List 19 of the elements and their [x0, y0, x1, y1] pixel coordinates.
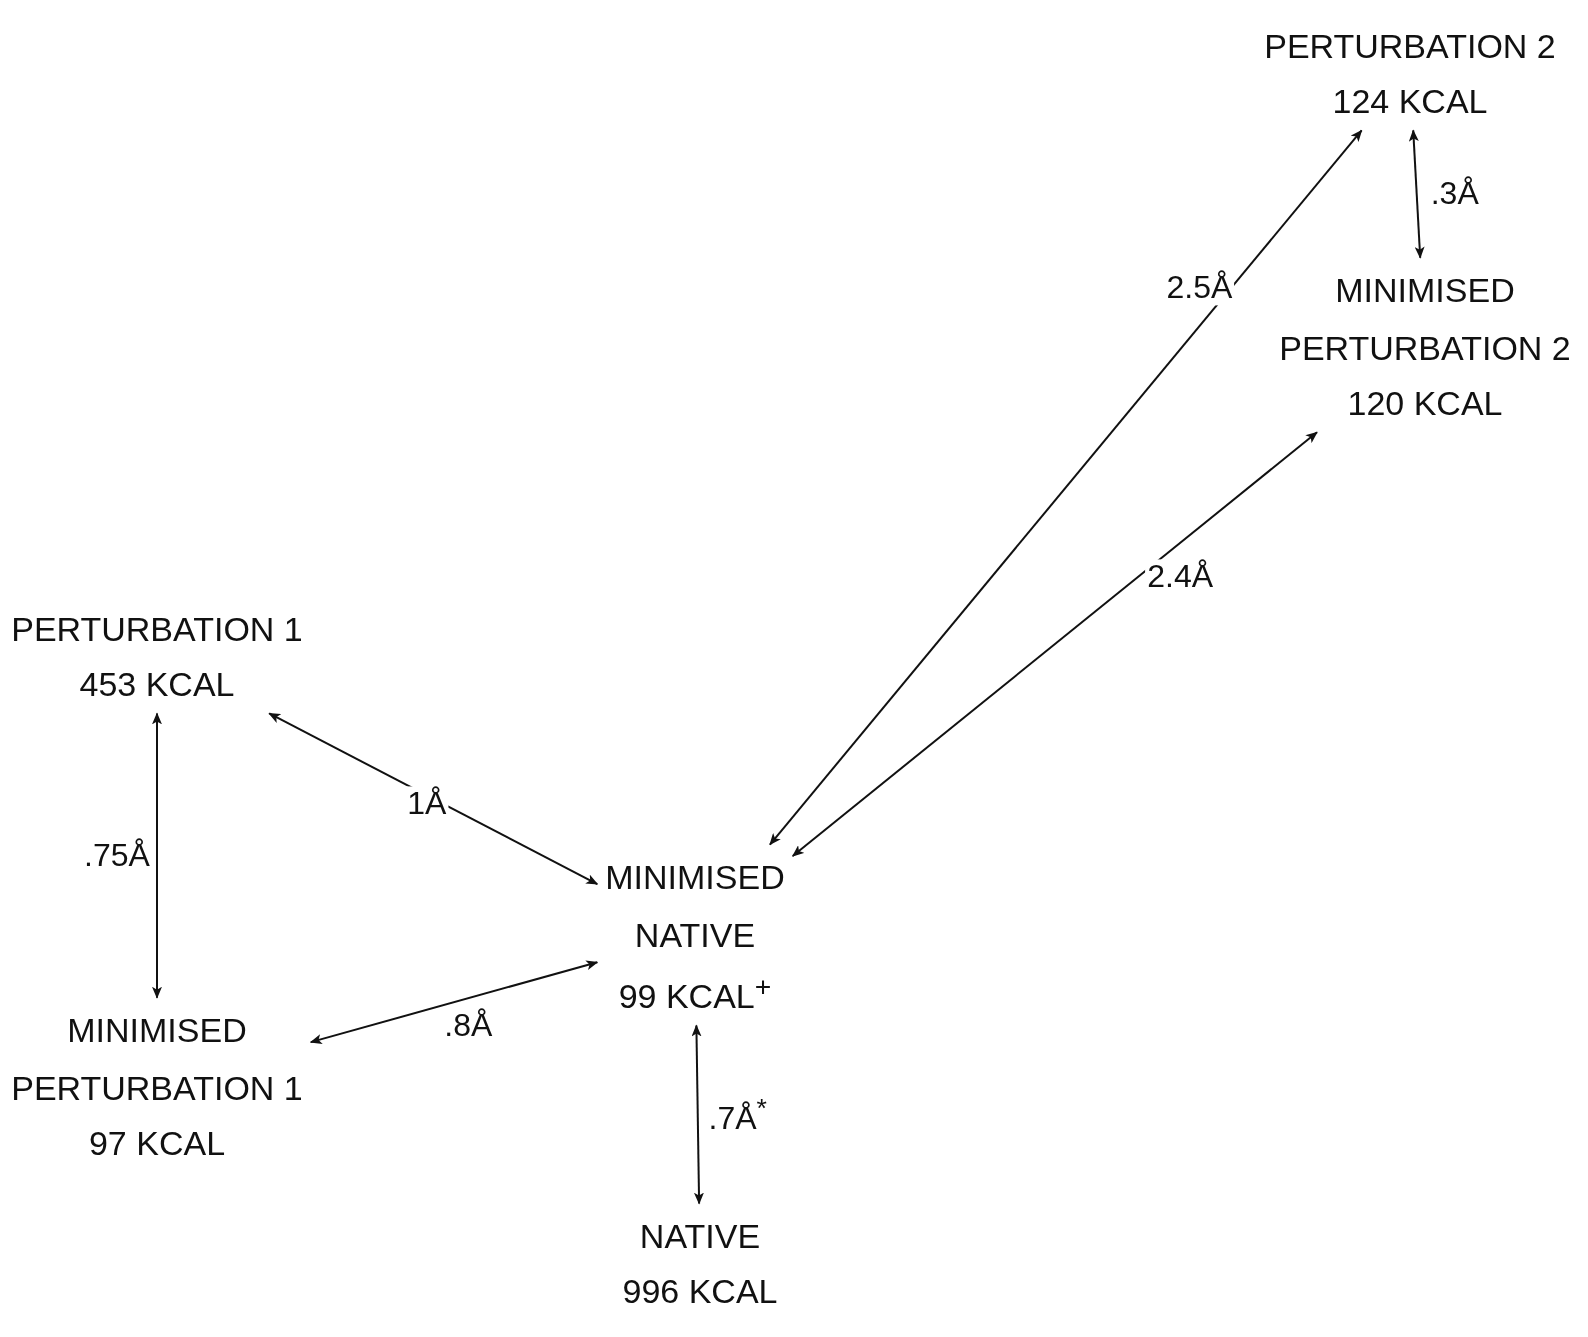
double-arrow: [691, 1024, 704, 1205]
energy-value: 97 KCAL: [87, 1122, 227, 1164]
energy-value: 996 KCAL: [621, 1270, 779, 1312]
double-arrow: [268, 712, 599, 886]
state-name: MINIMISED NATIVE: [604, 856, 786, 956]
double-arrow: [791, 431, 1318, 857]
state-name: PERTURBATION 2: [1263, 25, 1557, 67]
energy-value: 120 KCAL: [1346, 382, 1504, 424]
double-arrow: [768, 129, 1363, 846]
energy-value: 453 KCAL: [78, 663, 236, 705]
energy-value: 99 KCAL$^{+}$: [617, 968, 773, 1017]
double-arrow: [152, 712, 162, 999]
double-arrow: [1408, 129, 1425, 259]
double-arrow: [309, 960, 599, 1044]
state-name: MINIMISED PERTURBATION 1: [10, 1009, 304, 1109]
state-name: MINIMISED PERTURBATION 2: [1278, 269, 1572, 369]
state-name: NATIVE: [638, 1215, 762, 1257]
energy-value: 124 KCAL: [1331, 80, 1489, 122]
state-name: PERTURBATION 1: [10, 608, 304, 650]
